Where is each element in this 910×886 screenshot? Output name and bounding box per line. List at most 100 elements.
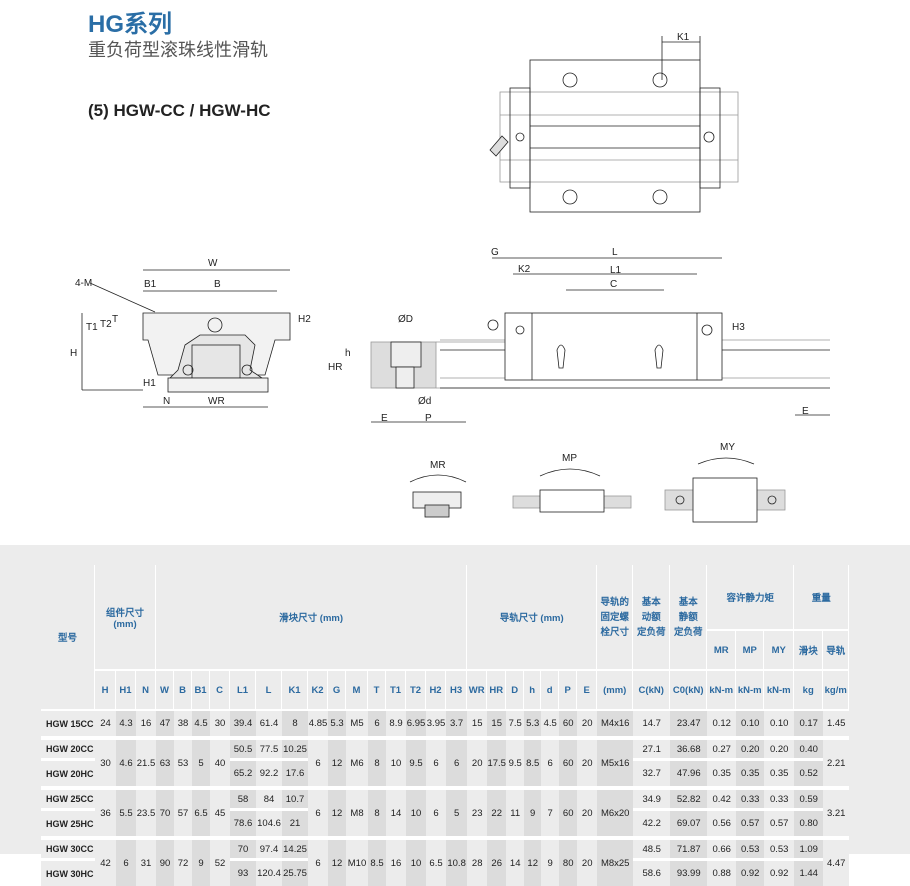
- table-cell: 8.5: [524, 736, 542, 786]
- table-cell: 20: [577, 836, 598, 886]
- table-cell: 60: [559, 736, 578, 786]
- table-cell: 14: [506, 836, 525, 886]
- label-4m: 4-M: [75, 278, 92, 289]
- label-b1: B1: [144, 279, 157, 290]
- table-cell: 104.6: [256, 811, 283, 836]
- table-cell: 14.7: [633, 711, 671, 736]
- table-cell: 16: [136, 711, 157, 736]
- header-col-17: H3: [446, 671, 468, 711]
- table-cell: 5.3: [328, 711, 347, 736]
- header-weight-1: 导轨: [823, 631, 850, 671]
- table-cell: 48.5: [633, 836, 671, 861]
- table-cell: 39.4: [230, 711, 257, 736]
- table-cell: 5: [446, 786, 468, 836]
- table-cell: 0.59: [794, 786, 824, 811]
- table-cell: 11: [506, 786, 525, 836]
- table-cell: 4.5: [541, 711, 560, 736]
- table-cell: 6.5: [426, 836, 447, 886]
- table-cell: 71.87: [670, 836, 708, 861]
- header-col-9: K1: [282, 671, 309, 711]
- table-cell: 27.1: [633, 736, 671, 761]
- table-cell: HGW 15CC: [41, 711, 95, 736]
- header-col-15: T2: [406, 671, 427, 711]
- header-col-8: L: [256, 671, 283, 711]
- table-cell: 0.92: [764, 861, 795, 886]
- label-hr: HR: [328, 362, 342, 373]
- table-cell: 50.5: [230, 736, 257, 761]
- table-cell: 7: [541, 786, 560, 836]
- table-cell: 6: [426, 736, 447, 786]
- header-col-28: kN-m: [707, 671, 737, 711]
- table-cell: 72: [174, 836, 193, 886]
- header-col-27: C0(kN): [670, 671, 708, 711]
- table-cell: 25.75: [282, 861, 309, 886]
- table-cell: HGW 30CC: [41, 836, 95, 861]
- table-cell: 20: [577, 786, 598, 836]
- table-cell: 22: [487, 786, 507, 836]
- table-cell: 92.2: [256, 761, 283, 786]
- table-cell: 63: [156, 736, 175, 786]
- table-cell: 23: [467, 786, 488, 836]
- table-cell: 6: [116, 836, 136, 886]
- table-cell: 15: [487, 711, 507, 736]
- label-g: G: [491, 247, 499, 258]
- table-cell: 24: [95, 711, 116, 736]
- table-cell: 0.56: [707, 811, 737, 836]
- table-cell: 6: [541, 736, 560, 786]
- table-cell: 40: [210, 736, 231, 786]
- table-cell: 0.40: [794, 736, 824, 761]
- table-cell: M5: [346, 711, 369, 736]
- label-e-side: E: [802, 406, 809, 417]
- table-cell: 80: [559, 836, 578, 886]
- header-col-23: P: [559, 671, 578, 711]
- label-l1: L1: [610, 265, 622, 276]
- table-cell: 4.3: [116, 711, 136, 736]
- table-cell: 6: [308, 786, 329, 836]
- label-phi-d-large: ØD: [398, 314, 413, 325]
- header-col-14: T1: [386, 671, 407, 711]
- table-cell: 10.25: [282, 736, 309, 761]
- table-cell: 28: [467, 836, 488, 886]
- header-col-5: B1: [192, 671, 211, 711]
- header-model: 型号: [41, 565, 95, 711]
- label-my: MY: [720, 442, 735, 453]
- table-cell: 1.44: [794, 861, 824, 886]
- side-view-drawing: G L K2 L1 C H3 E: [440, 247, 830, 417]
- table-cell: 47: [156, 711, 175, 736]
- table-cell: 6.95: [406, 711, 427, 736]
- table-cell: 20: [577, 711, 598, 736]
- label-p: P: [425, 413, 432, 424]
- table-cell: 12: [328, 736, 347, 786]
- table-cell: 6.5: [192, 786, 211, 836]
- table-cell: 97.4: [256, 836, 283, 861]
- header-col-22: d: [541, 671, 560, 711]
- technical-drawings: K1 W 4-M B1 B T1 T2 T H2 H H1 N WR ØD HR…: [70, 32, 830, 523]
- header-moment-mr: MR: [707, 631, 737, 671]
- table-cell: 23.5: [136, 786, 157, 836]
- table-cell: 10: [406, 786, 427, 836]
- model-title: (5) HGW-CC / HGW-HC: [88, 101, 271, 120]
- table-cell: 47.96: [670, 761, 708, 786]
- label-b: B: [214, 279, 221, 290]
- table-cell: 9: [541, 836, 560, 886]
- table-cell: 57: [174, 786, 193, 836]
- table-cell: 9: [524, 786, 542, 836]
- table-cell: 70: [230, 836, 257, 861]
- header-col-24: E: [577, 671, 598, 711]
- table-cell: M6: [346, 736, 369, 786]
- label-mp: MP: [562, 453, 577, 464]
- label-l: L: [612, 247, 618, 258]
- table-cell: 42.2: [633, 811, 671, 836]
- header-col-13: T: [368, 671, 387, 711]
- table-cell: 84: [256, 786, 283, 811]
- table-cell: 0.33: [736, 786, 765, 811]
- table-cell: 0.20: [764, 736, 795, 761]
- table-cell: 36: [95, 786, 116, 836]
- table-cell: 8: [368, 786, 387, 836]
- table-cell: 69.07: [670, 811, 708, 836]
- table-cell: 6: [426, 786, 447, 836]
